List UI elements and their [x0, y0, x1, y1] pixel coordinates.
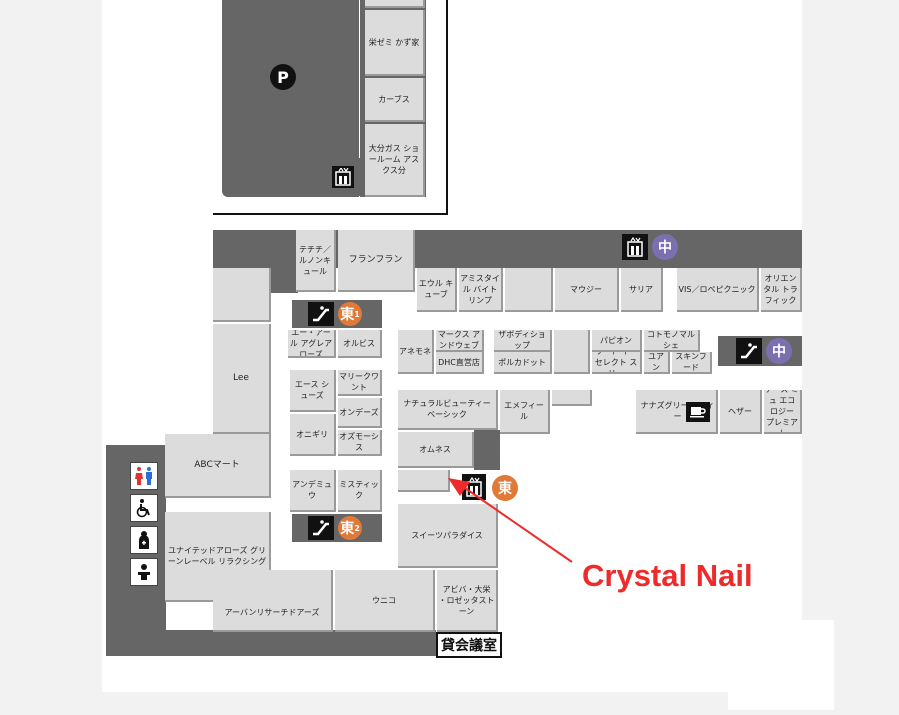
shop-zabody[interactable]: ザボディショップ [494, 330, 552, 352]
shop-earth[interactable]: アース ミュ エコロジー プレミアム [764, 390, 802, 434]
shop-orbis[interactable]: オルビス [338, 330, 382, 358]
shop-heather[interactable]: ヘザー [720, 390, 762, 434]
shop-ozmosis[interactable]: オズモーシス [338, 430, 382, 456]
shop-anemone[interactable]: アネモネ [398, 330, 434, 374]
east-marker: 東 [492, 475, 518, 501]
shop-omnes[interactable]: オムネス [398, 432, 474, 468]
shop-urban[interactable]: アーバンリサーチドアーズ [213, 570, 333, 632]
shop-dhc[interactable]: DHC直営店 [436, 352, 484, 374]
shop-marks[interactable]: マークス アンドウェブ [436, 330, 484, 352]
shop-cotomono[interactable]: コトモノマルシェ [644, 330, 700, 352]
escalator-icon [308, 302, 334, 326]
map-paper-extension [728, 620, 834, 710]
shop-andemiu[interactable]: アンデミュウ [290, 470, 336, 512]
meeting-room-label[interactable]: 貸会議室 [436, 632, 502, 658]
shop-oita-gas[interactable]: 大分ガス ショールーム アスクス分 [365, 124, 425, 197]
shop-franfranc[interactable]: フランフラン [338, 230, 415, 292]
shop-curves[interactable]: カーブス [365, 78, 425, 122]
shop-upper-top[interactable] [365, 0, 425, 8]
shop-amestyle[interactable]: アミスタイル バイトリンプ [459, 268, 503, 312]
shop-natural[interactable]: ナチュラルビューティー ベーシック [398, 390, 498, 430]
escalator-icon [308, 516, 334, 540]
center-marker-right: 中 [766, 338, 792, 364]
escalator-icon [736, 338, 762, 364]
wheelchair-icon [130, 494, 158, 522]
center-marker-top: 中 [652, 234, 678, 260]
shop-polka[interactable]: ポルカドット [494, 352, 552, 374]
shop-sohzemi[interactable]: 栄ゼミ かず家 [365, 10, 425, 76]
cafe-icon [686, 402, 710, 422]
elevator-icon [622, 234, 648, 260]
shop-blank1[interactable] [505, 268, 553, 312]
crystal-nail-callout: Crystal Nail [582, 558, 753, 593]
shop-left-top[interactable] [213, 268, 271, 322]
shop-lid[interactable]: リード イー セレクト スリー [592, 352, 642, 374]
shop-emfil[interactable]: エメフィール [500, 390, 550, 434]
corridor-top-mid [663, 268, 677, 312]
shop-small-right[interactable] [552, 390, 592, 406]
shop-mystic[interactable]: ミスティック [338, 470, 382, 512]
shop-eole[interactable]: エウル キューブ [417, 268, 457, 312]
shop-techichi[interactable]: テチチ／ ルノンキュール [296, 230, 336, 292]
shop-ondez[interactable]: オンデーズ [338, 398, 382, 428]
shop-mariquant[interactable]: マリークワント [338, 370, 382, 396]
shop-sweets[interactable]: スイーツパラダイス [398, 504, 498, 568]
floor-strip-a [474, 430, 500, 470]
escalator-east1-bg [292, 300, 382, 328]
shop-mauji[interactable]: マウジー [555, 268, 619, 312]
shop-aceshoes[interactable]: エース シューズ [290, 370, 336, 412]
shop-blank2[interactable] [554, 330, 590, 374]
shop-uan[interactable]: ユアン [644, 352, 670, 374]
shop-onigiri[interactable]: オニギリ [290, 414, 336, 456]
restroom-icon [130, 462, 158, 490]
elevator-icon [332, 166, 354, 188]
parking-symbol: P [270, 64, 296, 90]
floor-left-bottom [106, 630, 436, 656]
shop-uniqlo[interactable]: ウニコ [335, 570, 435, 632]
shop-lee[interactable]: Lee [213, 324, 271, 434]
upper-building-outline [213, 0, 448, 215]
shop-papion[interactable]: パピオン [592, 330, 642, 352]
shop-skinfood[interactable]: スキンフード [672, 352, 712, 374]
shop-aaloe[interactable]: エー・アール アグレアローズ [288, 330, 336, 358]
escalator-east2-bg [292, 514, 382, 542]
shop-oriental[interactable]: オリエンタル トラフィック [761, 268, 802, 312]
shop-avail[interactable]: アビバ・大栄 ・ロゼッタストーン [437, 570, 498, 632]
shop-vis[interactable]: VIS／ロペピクニック [677, 268, 759, 312]
shop-abc[interactable]: ABCマート [165, 434, 271, 498]
shop-salia[interactable]: サリア [621, 268, 663, 312]
shop-crystal-nail[interactable] [398, 470, 450, 492]
callout-arrow [448, 478, 573, 563]
baby-changing-icon [130, 558, 158, 586]
nursing-room-icon [130, 526, 158, 554]
